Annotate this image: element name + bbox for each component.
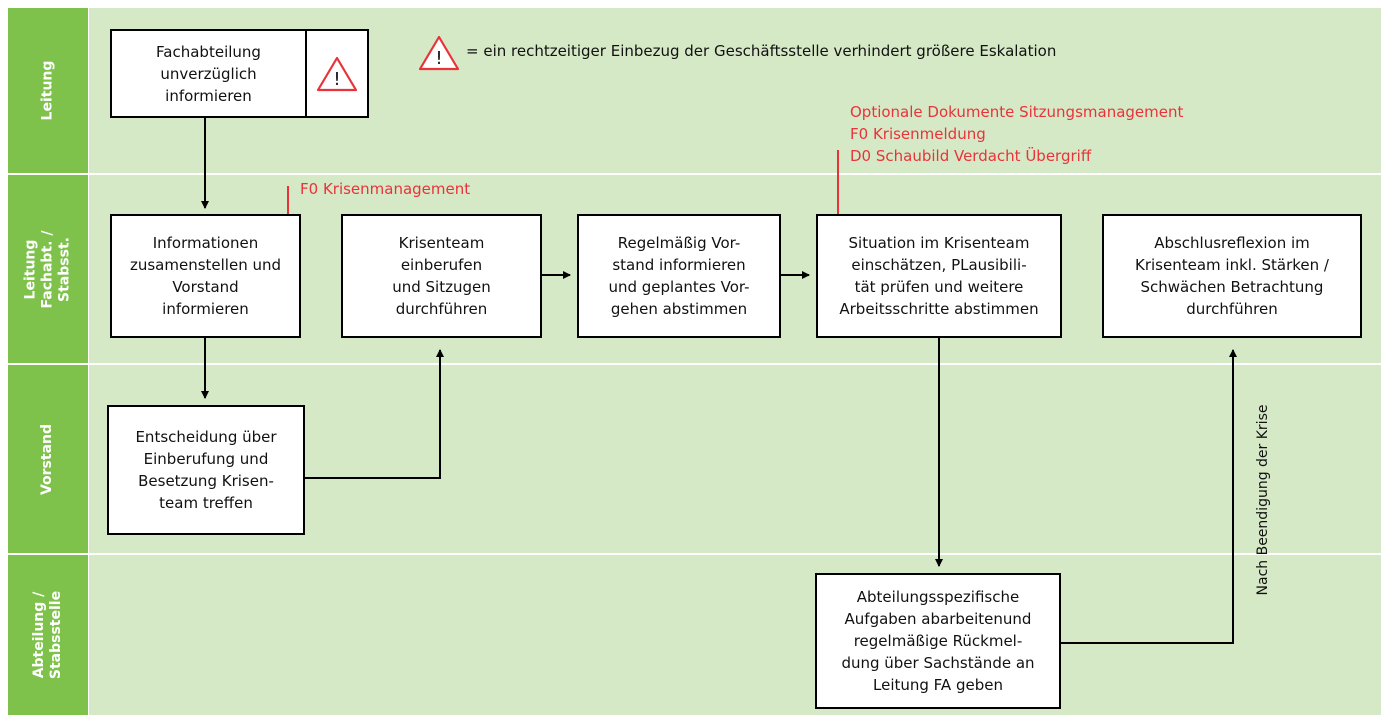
step-vorstand-informieren: Regelmäßig Vor- stand informieren und ge… — [577, 214, 781, 338]
step-fachabteilung-informieren: Fachabteilung unverzüglich informieren — [110, 29, 307, 118]
svg-text:!: ! — [333, 69, 340, 90]
arrow-entscheidung-to-krisenteam — [305, 349, 444, 479]
step-situation-einschaetzen: Situation im Krisenteam einschätzen, PLa… — [816, 214, 1062, 338]
step-abschlussreflexion: Abschlusreflexion im Krisenteam inkl. St… — [1102, 214, 1362, 338]
step-krisenteam-einberufen: Krisenteam einberufen und Sitzugen durch… — [341, 214, 542, 338]
doc-krisenmanagement: F0 Krisenmanagement — [300, 180, 471, 198]
warning-triangle-icon: ! — [418, 35, 460, 71]
doc-optional-header: Optionale Dokumente Sitzungsmanagement — [850, 103, 1184, 121]
warning-box: ! — [305, 29, 369, 118]
arrow-abteilungsspezifisch-to-abschluss — [1061, 349, 1237, 644]
svg-text:!: ! — [435, 48, 442, 69]
lane-header-leitung-fachabt: Leitung Fachabt. / Stabsst. — [8, 175, 88, 363]
step-informationen-zusammenstellen: Informationen zusamenstellen und Vorstan… — [110, 214, 301, 338]
doc-schaubild: D0 Schaubild Verdacht Übergriff — [850, 147, 1092, 165]
warning-triangle-icon: ! — [316, 56, 358, 91]
edge-label-nach-beendigung: Nach Beendigung der Krise — [1255, 404, 1271, 596]
step-entscheidung-einberufung: Entscheidung über Einberufung und Besetz… — [107, 405, 305, 535]
lane-body-abteilung — [89, 555, 1381, 715]
lane-header-abteilung: Abteilung / Stabsstelle — [8, 555, 88, 715]
step-abteilungsspezifische-aufgaben: Abteilungsspezifische Aufgaben abarbeite… — [815, 573, 1061, 709]
lane-header-leitung: Leitung — [8, 8, 88, 173]
legend-text: = ein rechtzeitiger Einbezug der Geschäf… — [466, 42, 1057, 60]
lane-header-vorstand: Vorstand — [8, 365, 88, 553]
doc-krisenmeldung: F0 Krisenmeldung — [850, 125, 986, 143]
